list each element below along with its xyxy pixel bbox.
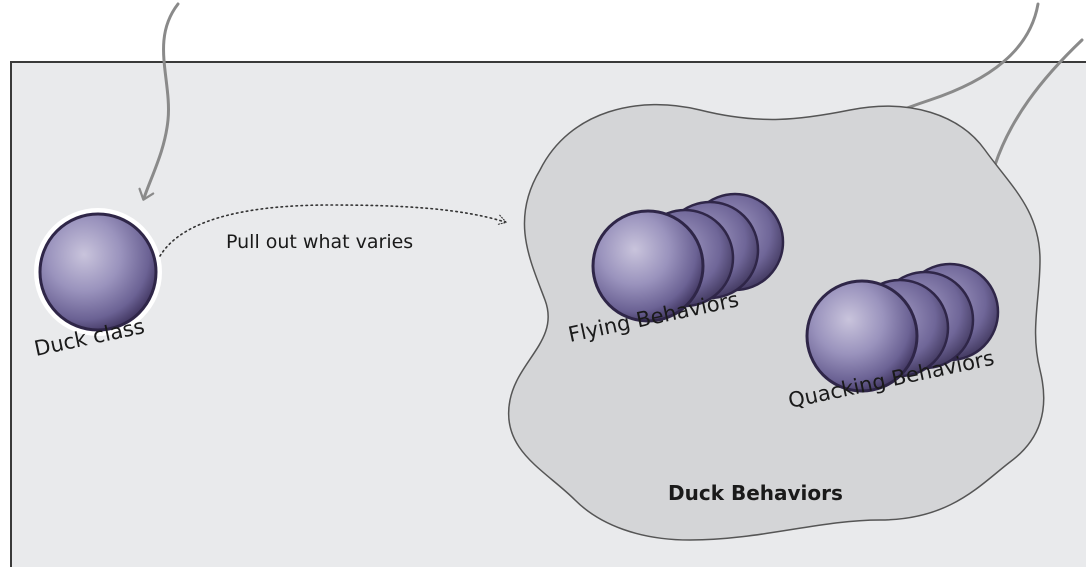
duck-behaviors-label: Duck Behaviors	[668, 481, 843, 505]
flying-behaviors-stack	[591, 192, 785, 323]
quacking-behaviors-stack	[805, 262, 1000, 393]
duck-class-sphere	[34, 208, 162, 336]
arrow-to-duck-class	[138, 2, 180, 201]
pull-out-label: Pull out what varies	[226, 231, 413, 253]
